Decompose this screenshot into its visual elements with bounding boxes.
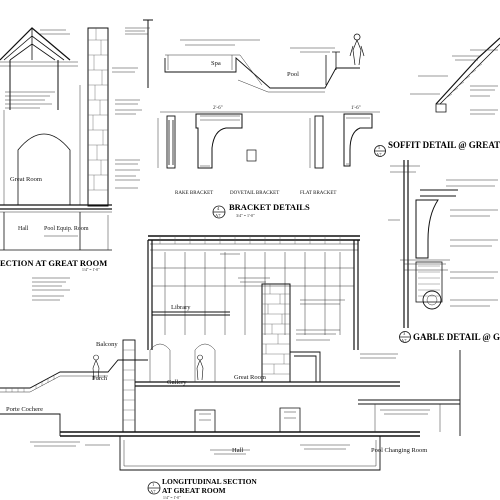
- detail-title-gable: GABLE DETAIL @ GREA: [413, 332, 500, 342]
- spa-pool-section: Spa Pool: [125, 19, 365, 93]
- bracket-dim-1: 2'-6": [213, 106, 223, 111]
- room-label-pool: Pool: [287, 71, 299, 78]
- detail-number-1: 1: [152, 482, 154, 487]
- room-label-great-room-bottom: Great Room: [234, 374, 266, 381]
- bracket-dim-3: 1'-6": [351, 106, 361, 111]
- room-label-pool-changing-room: Pool Changing Room: [371, 447, 427, 454]
- bracket-label-dovetail: DOVETAIL BRACKET: [230, 191, 279, 196]
- detail-title-soffit: SOFFIT DETAIL @ GREAT: [388, 140, 500, 150]
- room-label-balcony: Balcony: [96, 341, 118, 348]
- section-scale-left: 1/4" = 1'-0": [82, 268, 100, 272]
- soffit-detail: 5 A7 SOFFIT DETAIL @ GREAT: [374, 37, 500, 157]
- room-label-pool-equip-room: Pool Equip. Room: [44, 226, 89, 232]
- section-title-left: ECTION AT GREAT ROOM: [0, 258, 107, 268]
- bracket-label-rake: RAKE BRACKET: [175, 191, 213, 196]
- detail-sheet-5: A7: [376, 152, 382, 157]
- room-label-porte-cochere: Porte Cochere: [6, 406, 43, 413]
- detail-scale-longitudinal: 1/4" = 1'-0": [163, 496, 181, 500]
- detail-scale-brackets: 3/4" = 1'-0": [236, 213, 255, 218]
- room-label-great-room-top: Great Room: [10, 176, 42, 183]
- gable-detail: 3 A7 GABLE DETAIL @ GREA: [388, 160, 500, 343]
- room-label-hall-bottom: Hall: [232, 447, 243, 454]
- room-label-spa: Spa: [211, 60, 221, 67]
- detail-title-brackets: BRACKET DETAILS: [229, 202, 310, 212]
- great-room-cross-section: Great Room Hall Pool Equip. Room ECTION …: [0, 27, 142, 272]
- detail-number-3: 3: [403, 331, 406, 336]
- room-label-porch: Porch: [92, 375, 108, 382]
- longitudinal-section: Balcony Library Porte Cochere Porch Gall…: [0, 235, 461, 500]
- detail-number-4: 4: [217, 206, 220, 211]
- room-label-hall-left: Hall: [18, 226, 29, 232]
- detail-subtitle-longitudinal: AT GREAT ROOM: [162, 486, 226, 495]
- detail-sheet-1: A7: [150, 489, 156, 494]
- room-label-gallery: Gallery: [167, 379, 187, 386]
- detail-sheet-3: A7: [401, 338, 407, 343]
- room-label-library: Library: [171, 304, 191, 311]
- bracket-label-flat: FLAT BRACKET: [300, 191, 336, 196]
- detail-sheet-4: A7: [215, 213, 221, 218]
- detail-title-longitudinal: LONGITUDINAL SECTION: [162, 477, 257, 486]
- bracket-details: RAKE BRACKET DOVETAIL BRACKET 2'-6" FLAT…: [157, 106, 380, 219]
- detail-number-5: 5: [378, 145, 381, 150]
